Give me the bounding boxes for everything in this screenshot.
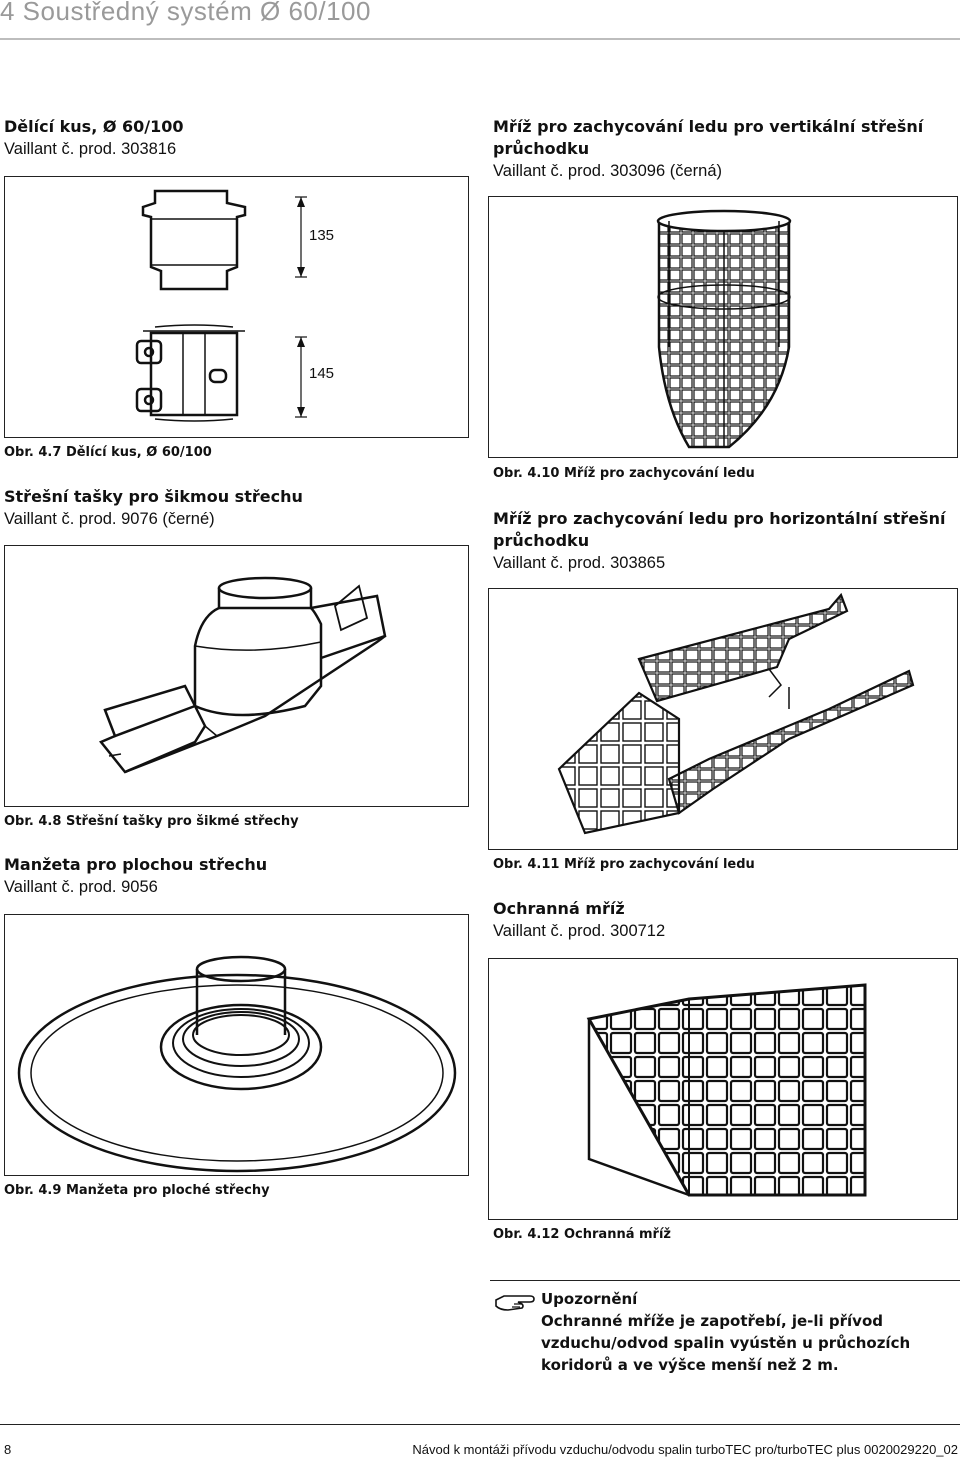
title-line: Mříž pro zachycování ledu pro vertikální… xyxy=(493,117,924,136)
title-line: průchodku xyxy=(493,139,590,158)
caption-text: Mříž pro zachycování ledu xyxy=(564,466,755,481)
item-title-protective-grid: Ochranná mříž xyxy=(493,899,625,918)
caption-prefix: Obr. 4.9 xyxy=(4,1183,62,1198)
page-header-title: 4 Soustředný systém Ø 60/100 xyxy=(0,0,371,26)
caption-text: Ochranná mříž xyxy=(564,1227,671,1242)
item-title-roof-tiles: Střešní tašky pro šikmou střechu xyxy=(4,487,303,506)
item-product-separator: Vaillant č. prod. 303816 xyxy=(4,140,177,158)
ice-grid-vertical-drawing xyxy=(656,209,792,449)
caption-prefix: Obr. 4.12 xyxy=(493,1227,560,1242)
pointing-hand-icon xyxy=(495,1295,535,1311)
figure-ice-grid-horizontal xyxy=(488,588,958,850)
caption-text: Mříž pro zachycování ledu xyxy=(564,857,755,872)
caption-prefix: Obr. 4.8 xyxy=(4,814,62,829)
dimension-label-upper: 135 xyxy=(309,227,335,244)
caption-prefix: Obr. 4.11 xyxy=(493,857,560,872)
figure-protective-grid xyxy=(488,958,958,1220)
figure-caption-4-8: Obr. 4.8 Střešní tašky pro šikmé střechy xyxy=(4,814,299,829)
item-product-roof-tiles: Vaillant č. prod. 9076 (černé) xyxy=(4,510,215,528)
note-line: vzduchu/odvod spalin vyústěn u průchozíc… xyxy=(541,1334,911,1352)
item-title-ice-grid-horizontal: Mříž pro zachycování ledu pro horizontál… xyxy=(493,508,945,552)
note-title: Upozornění xyxy=(541,1290,638,1308)
figure-roof-tiles xyxy=(4,545,469,807)
figure-caption-4-11: Obr. 4.11 Mříž pro zachycování ledu xyxy=(493,857,755,872)
footer-divider xyxy=(0,1424,960,1425)
figure-flat-roof-collar xyxy=(4,914,469,1176)
figure-ice-grid-vertical xyxy=(488,196,958,458)
footer-document-title: Návod k montáži přívodu vzduchu/odvodu s… xyxy=(412,1442,958,1457)
note-divider xyxy=(490,1280,960,1281)
figure-caption-4-12: Obr. 4.12 Ochranná mříž xyxy=(493,1227,671,1242)
note-block: Upozornění Ochranné mříže je zapotřebí, … xyxy=(541,1288,910,1376)
dimension-label-lower: 145 xyxy=(309,365,335,382)
header-divider xyxy=(0,38,960,40)
figure-caption-4-7: Obr. 4.7 Dělící kus, Ø 60/100 xyxy=(4,445,212,460)
title-line: průchodku xyxy=(493,531,590,550)
page-number: 8 xyxy=(4,1442,12,1457)
title-line: Mříž pro zachycování ledu pro horizontál… xyxy=(493,509,946,528)
figure-caption-4-9: Obr. 4.9 Manžeta pro ploché střechy xyxy=(4,1183,270,1198)
item-product-ice-grid-horizontal: Vaillant č. prod. 303865 xyxy=(493,554,666,572)
item-product-protective-grid: Vaillant č. prod. 300712 xyxy=(493,922,666,940)
figure-caption-4-10: Obr. 4.10 Mříž pro zachycování ledu xyxy=(493,466,755,481)
item-title-ice-grid-vertical: Mříž pro zachycování ledu pro vertikální… xyxy=(493,116,923,160)
protective-grid-drawing xyxy=(586,983,867,1197)
note-line: koridorů a ve výšce menší než 2 m. xyxy=(541,1356,839,1374)
flat-roof-collar-drawing xyxy=(17,955,457,1173)
ice-grid-horizontal-drawing xyxy=(557,592,915,835)
item-product-flat-roof-collar: Vaillant č. prod. 9056 xyxy=(4,878,158,896)
caption-text: Dělící kus, Ø 60/100 xyxy=(65,445,212,460)
item-product-ice-grid-vertical: Vaillant č. prod. 303096 (černá) xyxy=(493,162,722,180)
caption-text: Střešní tašky pro šikmé střechy xyxy=(65,814,299,829)
separator-piece-drawing xyxy=(135,189,307,422)
roof-tile-drawing xyxy=(98,576,387,774)
caption-prefix: Obr. 4.10 xyxy=(493,466,560,481)
item-title-separator: Dělící kus, Ø 60/100 xyxy=(4,117,184,136)
figure-separator-piece: 135 145 xyxy=(4,176,469,438)
caption-text: Manžeta pro ploché střechy xyxy=(65,1183,270,1198)
caption-prefix: Obr. 4.7 xyxy=(4,445,62,460)
item-title-flat-roof-collar: Manžeta pro plochou střechu xyxy=(4,855,268,874)
note-line: Ochranné mříže je zapotřebí, je-li přívo… xyxy=(541,1312,884,1330)
